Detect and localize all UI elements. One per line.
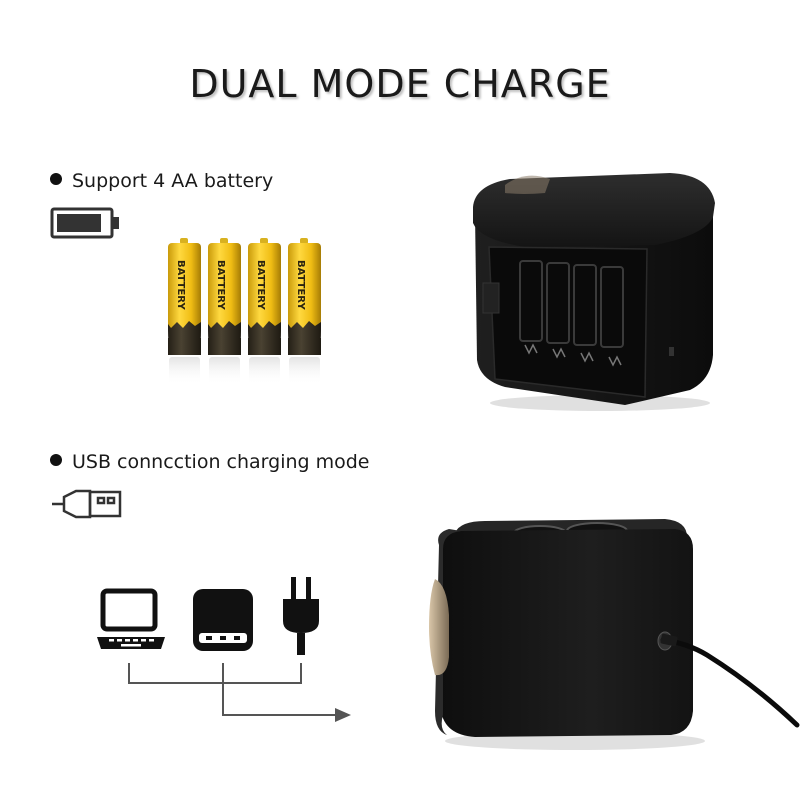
bullet-icon bbox=[50, 173, 62, 185]
battery-level-icon bbox=[50, 207, 119, 239]
battery-label: BATTERY bbox=[175, 260, 186, 310]
laptop-icon bbox=[97, 588, 165, 649]
feature-usb: USB conncction charging mode bbox=[50, 451, 370, 473]
aa-batteries: BATTERY BATTERY BATTERY BATTERY bbox=[168, 238, 321, 385]
product-usb-view bbox=[429, 519, 800, 750]
page-title: DUAL MODE CHARGE bbox=[189, 62, 611, 106]
feature-battery: Support 4 AA battery bbox=[50, 170, 273, 192]
battery-label: BATTERY bbox=[215, 260, 226, 310]
usb-source-diagram bbox=[97, 577, 351, 722]
feature-battery-label: Support 4 AA battery bbox=[72, 170, 274, 192]
product-battery-view bbox=[473, 173, 715, 411]
wall-plug-icon bbox=[283, 577, 319, 655]
battery-label: BATTERY bbox=[255, 260, 266, 310]
usb-plug-icon bbox=[52, 489, 122, 519]
feature-usb-label: USB conncction charging mode bbox=[72, 451, 370, 473]
bullet-icon bbox=[50, 454, 62, 466]
power-bank-icon bbox=[193, 589, 253, 651]
arrow-right-icon bbox=[335, 708, 351, 722]
connector-lines bbox=[128, 663, 335, 716]
battery-label: BATTERY bbox=[295, 260, 306, 310]
